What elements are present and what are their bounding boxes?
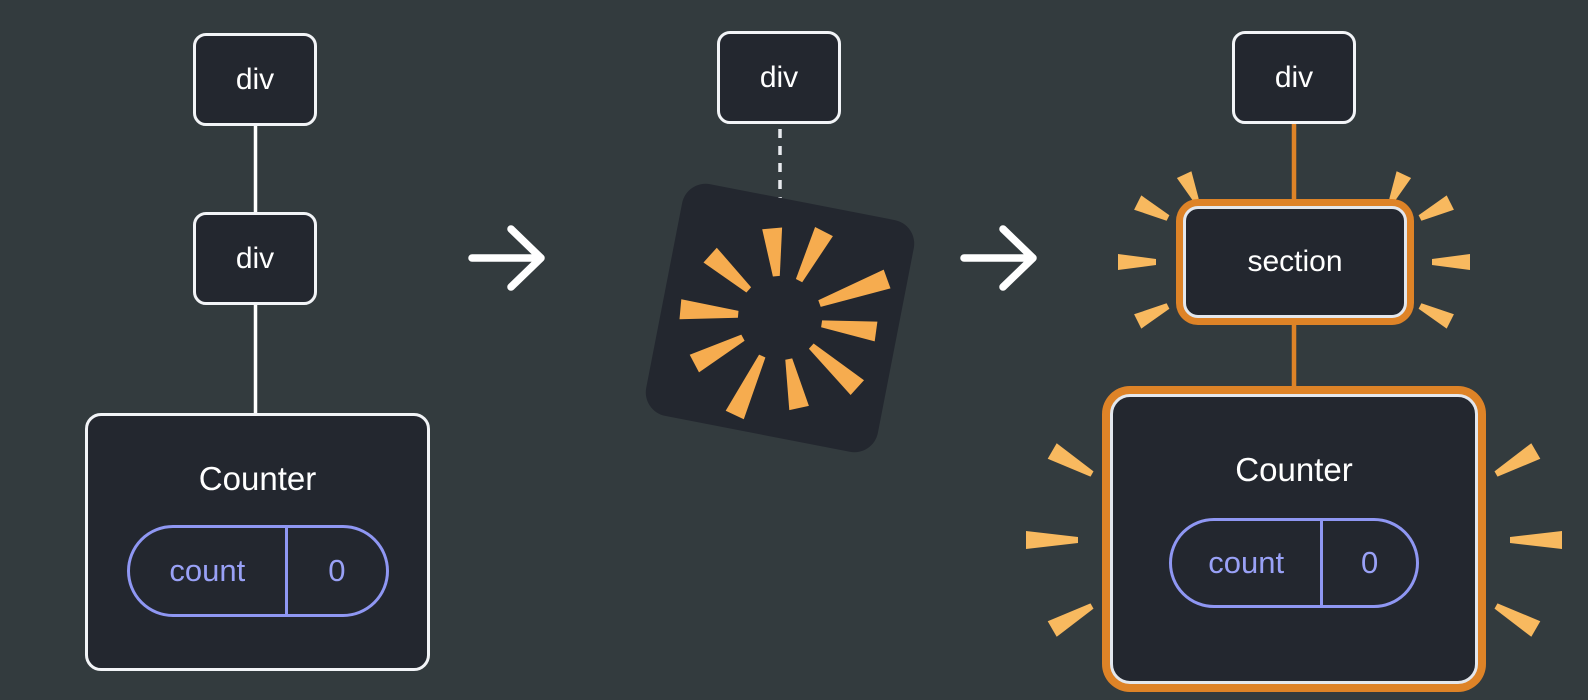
- right-arrow-icon: [468, 225, 545, 291]
- before-root-div-node: div: [193, 33, 317, 126]
- state-value: 0: [1320, 521, 1416, 605]
- poof-parent-div-node: div: [717, 31, 841, 124]
- before-counter-component: Counter count 0: [85, 413, 430, 671]
- node-label: div: [235, 241, 275, 275]
- node-label: div: [1274, 60, 1314, 94]
- right-arrow-icon: [960, 225, 1037, 291]
- emphasis-sparks-icon: [1118, 171, 1470, 329]
- node-label: div: [759, 60, 799, 94]
- node-label: section: [1247, 245, 1343, 278]
- before-child-div-node: div: [193, 212, 317, 305]
- state-pill: count 0: [126, 525, 389, 617]
- emphasis-sparks-icon: [1026, 443, 1562, 637]
- section-node: section: [1183, 206, 1407, 318]
- after-counter-component: Counter count 0: [1110, 394, 1478, 684]
- component-title: Counter: [198, 460, 317, 497]
- after-root-div-node: div: [1232, 31, 1356, 124]
- poof-burst-icon: [645, 183, 915, 453]
- node-label: div: [235, 62, 275, 96]
- state-name: count: [1208, 545, 1285, 580]
- state-name: count: [169, 553, 246, 588]
- state-pill: count 0: [1169, 518, 1419, 608]
- state-value: 0: [285, 528, 385, 614]
- component-title: Counter: [1235, 451, 1353, 488]
